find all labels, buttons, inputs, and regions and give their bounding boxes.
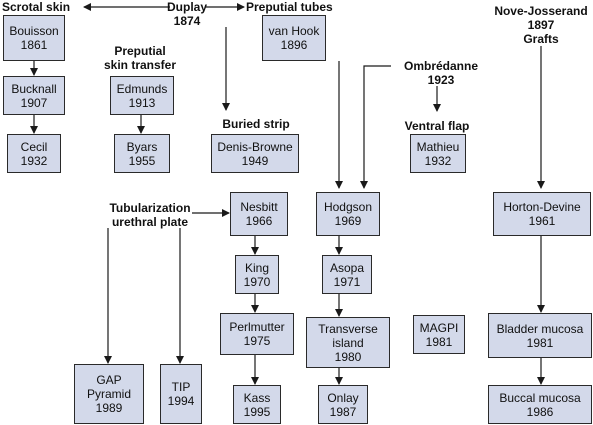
box-byars-year: 1955 — [128, 153, 156, 168]
box-edmunds-year: 1913 — [128, 95, 156, 110]
box-byars-name: Byars — [126, 139, 158, 154]
box-transverse-sub: island — [332, 335, 364, 350]
label-duplay-year: 1874 — [173, 14, 201, 28]
box-tip-year: 1994 — [167, 394, 195, 408]
label-tub-line2: urethral plate — [111, 215, 189, 229]
box-nesbitt-year: 1966 — [245, 214, 273, 228]
box-gap-year: 1989 — [95, 401, 123, 415]
box-cecil-name: Cecil — [20, 139, 48, 154]
label-buried-strip: Buried strip — [222, 117, 290, 131]
label-nove-name: Nove-Josserand — [494, 4, 588, 18]
box-van-hook-year: 1896 — [280, 38, 308, 52]
label-ombredanne: Ombrédanne 1923 — [404, 59, 478, 87]
label-duplay-name: Duplay — [166, 0, 208, 14]
label-tub-line1: Tubularization — [109, 201, 191, 215]
box-nesbitt-name: Nesbitt — [240, 200, 278, 214]
label-tubularization: Tubularization urethral plate — [109, 201, 190, 229]
label-grafts: Grafts — [523, 32, 559, 46]
box-horton-devine: Horton-Devine 1961 — [493, 192, 591, 236]
box-transverse-year: 1980 — [334, 349, 362, 364]
box-bucknall-name: Bucknall — [11, 81, 57, 96]
label-ventral-flap: Ventral flap — [404, 119, 470, 133]
box-buccal-name: Buccal mucosa — [499, 390, 581, 405]
box-transverse-island: Transverse island 1980 — [306, 317, 390, 368]
box-king-year: 1970 — [243, 274, 271, 289]
box-perlmutter-year: 1975 — [243, 334, 271, 348]
label-preputial-skin-transfer: Preputial skin transfer — [104, 44, 176, 72]
label-ombredanne-year: 1923 — [427, 73, 455, 87]
label-duplay: Duplay 1874 — [167, 0, 207, 28]
box-edmunds: Edmunds 1913 — [110, 76, 174, 115]
label-preputial-tubes: Preputial tubes — [246, 0, 333, 14]
box-onlay-year: 1987 — [329, 404, 357, 419]
label-pst-line2: skin transfer — [103, 58, 177, 72]
label-ombredanne-name: Ombrédanne — [403, 59, 479, 73]
box-horton-year: 1961 — [528, 214, 556, 228]
box-denis-browne-year: 1949 — [241, 153, 269, 168]
box-cecil-year: 1932 — [20, 153, 48, 168]
box-gap-pyramid: GAP Pyramid 1989 — [74, 364, 144, 424]
box-asopa-year: 1971 — [333, 274, 361, 289]
box-bucknall: Bucknall 1907 — [3, 76, 65, 115]
box-bouisson-year: 1861 — [20, 38, 48, 52]
box-buccal-mucosa: Buccal mucosa 1986 — [488, 385, 592, 424]
box-hodgson-name: Hodgson — [323, 200, 373, 214]
box-buccal-year: 1986 — [526, 404, 554, 419]
box-transverse-name: Transverse — [318, 321, 378, 336]
box-hodgson-year: 1969 — [334, 214, 362, 228]
box-van-hook-name: van Hook — [268, 24, 320, 38]
box-magpi-name: MAGPI — [419, 320, 459, 335]
box-bladder-mucosa: Bladder mucosa 1981 — [488, 313, 592, 358]
label-nove-josserand: Nove-Josserand 1897 Grafts — [494, 4, 587, 46]
box-onlay-name: Onlay — [327, 390, 359, 405]
box-tip: TIP 1994 — [160, 364, 202, 424]
box-cecil: Cecil 1932 — [7, 134, 61, 173]
box-mathieu-year: 1932 — [424, 153, 452, 168]
box-onlay: Onlay 1987 — [318, 385, 368, 424]
box-byars: Byars 1955 — [114, 134, 170, 173]
box-horton-name: Horton-Devine — [503, 200, 581, 214]
box-gap-name: GAP — [96, 373, 122, 387]
box-hodgson: Hodgson 1969 — [316, 192, 380, 236]
box-perlmutter-name: Perlmutter — [229, 320, 285, 334]
box-denis-browne: Denis-Browne 1949 — [211, 134, 299, 173]
box-edmunds-name: Edmunds — [116, 81, 168, 96]
box-kass: Kass 1995 — [233, 385, 281, 424]
box-magpi: MAGPI 1981 — [413, 315, 465, 354]
box-mathieu-name: Mathieu — [416, 139, 460, 154]
box-kass-year: 1995 — [243, 404, 271, 419]
box-bladder-year: 1981 — [526, 335, 554, 350]
arrow-ombredanne-hodgson — [360, 65, 391, 189]
box-magpi-year: 1981 — [425, 334, 453, 349]
box-perlmutter: Perlmutter 1975 — [220, 313, 294, 355]
box-tip-name: TIP — [171, 380, 191, 394]
box-asopa-name: Asopa — [329, 260, 365, 275]
label-scrotal-skin: Scrotal skin — [2, 0, 71, 14]
box-mathieu: Mathieu 1932 — [410, 134, 466, 173]
box-king: King 1970 — [235, 255, 279, 294]
box-denis-browne-name: Denis-Browne — [217, 139, 293, 154]
box-gap-sub: Pyramid — [86, 387, 131, 401]
box-bouisson: Bouisson 1861 — [3, 15, 65, 61]
box-bladder-name: Bladder mucosa — [496, 321, 584, 336]
box-nesbitt: Nesbitt 1966 — [230, 192, 288, 236]
label-nove-year: 1897 — [527, 18, 555, 32]
box-van-hook: van Hook 1896 — [262, 15, 326, 61]
box-asopa: Asopa 1971 — [322, 255, 372, 294]
box-king-name: King — [244, 260, 270, 275]
label-pst-line1: Preputial — [114, 44, 166, 58]
box-bouisson-name: Bouisson — [9, 24, 59, 38]
box-bucknall-year: 1907 — [20, 95, 48, 110]
box-kass-name: Kass — [243, 390, 271, 405]
